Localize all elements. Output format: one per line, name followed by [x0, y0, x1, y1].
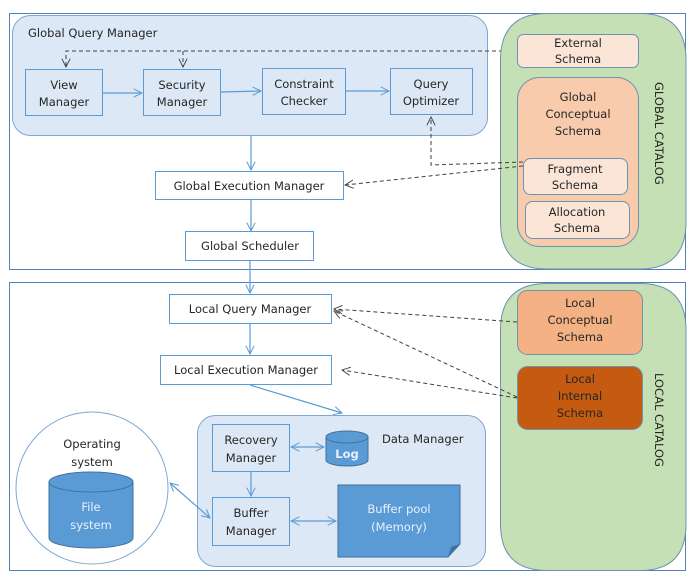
global-conceptual-label-1: Global: [560, 90, 597, 104]
dashed-conceptual-to-local-qm: [334, 309, 518, 323]
global-scheduler-box[interactable]: Global Scheduler: [185, 231, 314, 261]
local-execution-manager-box[interactable]: Local Execution Manager: [160, 355, 332, 385]
view-manager-box[interactable]: View Manager: [25, 69, 103, 116]
data-manager-title: Data Manager: [382, 432, 464, 446]
security-manager-label-2: Manager: [157, 95, 208, 109]
security-manager-box[interactable]: Security Manager: [143, 69, 221, 116]
query-optimizer-box[interactable]: Query Optimizer: [390, 68, 473, 115]
local-conceptual-label-2: Conceptual: [547, 313, 612, 327]
dashed-internal-to-local-qm: [334, 311, 518, 398]
allocation-schema-box[interactable]: Allocation Schema: [525, 201, 630, 239]
recovery-manager-label-1: Recovery: [224, 433, 278, 447]
global-execution-manager-label: Global Execution Manager: [174, 179, 325, 193]
local-query-manager-box[interactable]: Local Query Manager: [169, 294, 332, 324]
view-manager-label-1: View: [50, 78, 77, 92]
local-internal-label-1: Local: [565, 372, 595, 386]
fragment-schema-box[interactable]: Fragment Schema: [523, 158, 628, 195]
allocation-schema-label-2: Schema: [554, 221, 600, 235]
fragment-schema-label-1: Fragment: [548, 162, 603, 176]
external-schema-box[interactable]: External Schema: [517, 34, 639, 68]
allocation-schema-label-1: Allocation: [549, 205, 606, 219]
local-internal-schema-box[interactable]: Local Internal Schema: [517, 366, 643, 430]
global-conceptual-label-2: Conceptual: [545, 107, 610, 121]
buffer-pool-label-2: (Memory): [371, 520, 427, 534]
global-execution-manager-box[interactable]: Global Execution Manager: [155, 171, 344, 200]
view-manager-label-2: Manager: [39, 95, 90, 109]
arrow-execution-to-data-manager: [249, 384, 342, 413]
local-conceptual-schema-box[interactable]: Local Conceptual Schema: [517, 290, 643, 355]
dashed-internal-to-local-execution: [342, 370, 518, 399]
dashed-fragment-to-execution: [345, 165, 524, 185]
file-system-label-1: File: [81, 500, 100, 514]
buffer-pool-box[interactable]: Buffer pool (Memory): [337, 484, 461, 558]
local-execution-manager-label: Local Execution Manager: [174, 363, 318, 377]
file-system-cylinder[interactable]: File system: [48, 471, 134, 549]
fragment-schema-label-2: Schema: [552, 178, 598, 192]
recovery-manager-label-2: Manager: [226, 451, 277, 465]
external-schema-label-2: Schema: [555, 52, 601, 66]
local-conceptual-label-1: Local: [565, 296, 595, 310]
local-catalog-title: LOCAL CATALOG: [652, 373, 666, 467]
dashed-external-schema-link: [66, 50, 517, 67]
log-label: Log: [335, 447, 358, 461]
query-optimizer-label-2: Optimizer: [403, 94, 460, 108]
constraint-checker-label-2: Checker: [281, 94, 328, 108]
global-query-manager-title: Global Query Manager: [28, 26, 158, 40]
constraint-checker-label-1: Constraint: [274, 77, 334, 91]
local-internal-label-3: Schema: [557, 406, 603, 420]
arrow-security-to-constraint: [220, 91, 261, 92]
arrow-os-buffer-manager: [170, 483, 210, 518]
buffer-manager-label-1: Buffer: [234, 506, 269, 520]
security-manager-label-1: Security: [158, 78, 205, 92]
global-catalog-title: GLOBAL CATALOG: [652, 82, 666, 185]
global-scheduler-label: Global Scheduler: [201, 239, 299, 253]
external-schema-label-1: External: [554, 36, 602, 50]
operating-system-label-2: system: [71, 455, 113, 469]
dashed-fragment-to-optimizer: [431, 117, 524, 166]
recovery-manager-box[interactable]: Recovery Manager: [212, 424, 290, 472]
global-conceptual-label-3: Schema: [555, 124, 601, 138]
log-cylinder[interactable]: Log: [325, 430, 369, 467]
operating-system-label-1: Operating: [63, 437, 121, 451]
buffer-manager-box[interactable]: Buffer Manager: [212, 497, 290, 546]
constraint-checker-box[interactable]: Constraint Checker: [262, 68, 346, 115]
local-conceptual-label-3: Schema: [557, 330, 603, 344]
global-query-manager-panel: Global Query Manager: [12, 15, 488, 136]
local-query-manager-label: Local Query Manager: [189, 302, 312, 316]
buffer-manager-label-2: Manager: [226, 524, 277, 538]
query-optimizer-label-1: Query: [414, 77, 449, 91]
local-internal-label-2: Internal: [558, 389, 602, 403]
buffer-pool-label-1: Buffer pool: [367, 502, 430, 516]
file-system-label-2: system: [70, 518, 112, 532]
